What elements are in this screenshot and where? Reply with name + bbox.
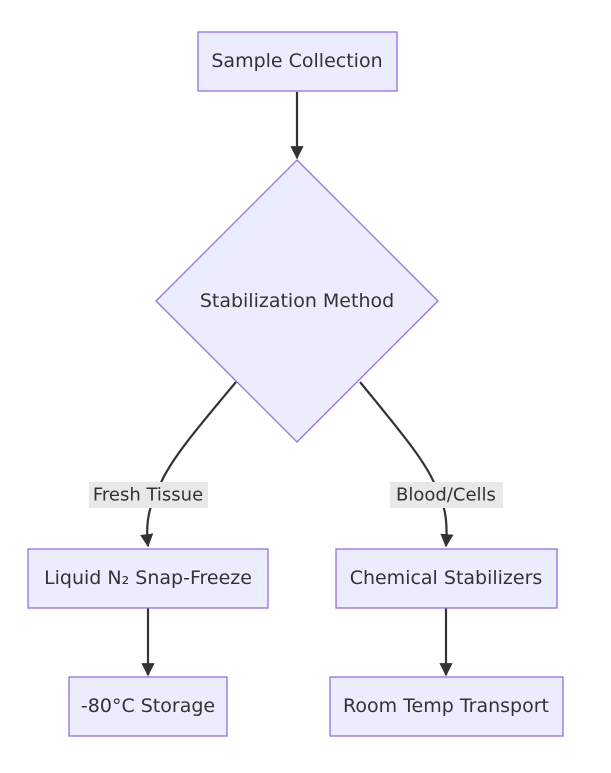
node-chemical-stabilizers-label: Chemical Stabilizers [350,567,543,589]
node-sample-collection: Sample Collection [197,31,398,92]
edge-label-fresh-tissue-text: Fresh Tissue [93,485,203,506]
edge-label-blood-cells: Blood/Cells [390,482,503,508]
node-room-temp-transport: Room Temp Transport [329,676,564,737]
node-stabilization-method: Stabilization Method [155,159,439,443]
node-chemical-stabilizers: Chemical Stabilizers [335,548,558,609]
edge-label-fresh-tissue: Fresh Tissue [89,482,208,508]
node-storage-80-label: -80°C Storage [81,695,215,717]
edge-method-to-chemical [359,381,454,548]
node-sample-collection-label: Sample Collection [211,50,382,72]
node-room-temp-transport-label: Room Temp Transport [343,695,549,717]
node-liquid-n2-label: Liquid N₂ Snap-Freeze [44,567,252,589]
edge-method-to-liquid-n2 [140,381,237,548]
node-stabilization-method-label: Stabilization Method [200,290,394,312]
node-storage-80: -80°C Storage [68,676,228,737]
node-liquid-n2: Liquid N₂ Snap-Freeze [27,548,269,609]
edge-label-blood-cells-text: Blood/Cells [396,485,496,506]
